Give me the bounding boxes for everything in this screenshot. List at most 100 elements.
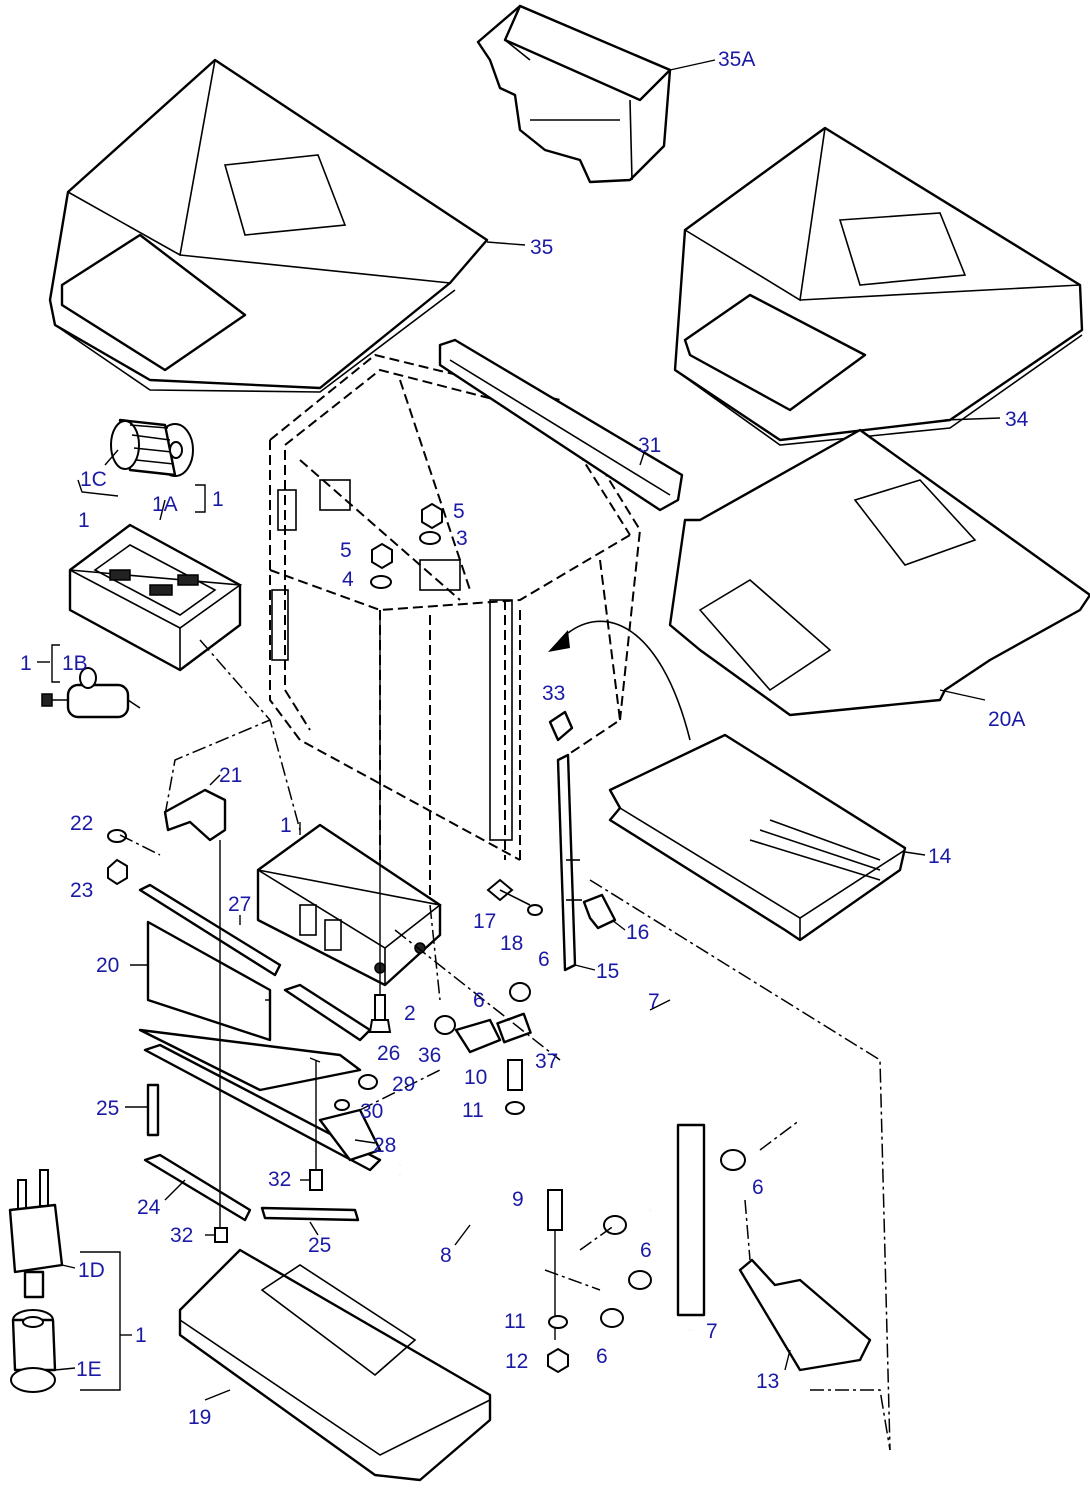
part-1d-plug — [8, 1169, 64, 1299]
callout-24: 24 — [137, 1196, 161, 1219]
callout-1e: 1E — [76, 1358, 102, 1381]
part-1c-filter — [110, 418, 194, 477]
callout-25-a: 25 — [96, 1097, 119, 1120]
callout-34: 34 — [1005, 408, 1029, 431]
leader-lines — [37, 59, 1001, 1401]
callout-32-a: 32 — [268, 1168, 291, 1191]
callout-22: 22 — [70, 812, 93, 835]
callout-1-c: 1 — [20, 652, 32, 675]
part-9-bolt — [547, 1189, 563, 1340]
callout-23: 23 — [70, 879, 93, 902]
callout-6-d: 6 — [640, 1239, 652, 1262]
callout-21: 21 — [219, 764, 242, 787]
part-32a-bolt — [309, 1060, 323, 1191]
part-10-bolt — [507, 1059, 523, 1091]
part-18-washer — [527, 904, 543, 916]
part-36-elbow — [454, 1018, 502, 1054]
part-26-bracket — [283, 983, 372, 1042]
callout-9: 9 — [512, 1188, 524, 1211]
part-13-bracket — [738, 1258, 872, 1372]
part-8-pipe — [397, 1085, 692, 1355]
part-19-plate — [178, 1248, 492, 1482]
callout-20a: 20A — [988, 708, 1025, 731]
part-1a-box — [68, 523, 243, 672]
callout-33: 33 — [542, 682, 565, 705]
part-20a-plate — [668, 428, 1090, 717]
callout-1-e: 1 — [135, 1324, 147, 1347]
callout-labels: 35A 35 34 31 1C 1 1A 1 5 3 5 4 20A 1 1B … — [20, 48, 1029, 1429]
callout-32-b: 32 — [170, 1224, 193, 1247]
callout-12: 12 — [505, 1350, 528, 1373]
callout-1-b: 1 — [212, 488, 224, 511]
callout-7-b: 7 — [706, 1320, 718, 1343]
callout-3: 3 — [456, 527, 468, 550]
callout-6-a: 6 — [538, 948, 550, 971]
part-5-nut-mid — [371, 542, 393, 570]
part-16-bracket — [582, 893, 617, 930]
callout-5-top: 5 — [453, 500, 465, 523]
part-3-washer — [419, 531, 441, 545]
callout-37: 37 — [535, 1050, 558, 1073]
callout-1b: 1B — [62, 652, 88, 675]
callout-5-mid: 5 — [340, 539, 352, 562]
callout-36: 36 — [418, 1044, 441, 1067]
part-20-bracket — [138, 920, 362, 1092]
part-5-nut-top — [421, 502, 443, 530]
part-30-washer — [334, 1099, 350, 1111]
callout-4: 4 — [342, 568, 354, 591]
part-15-rod — [556, 753, 582, 972]
part-11-washer-bottom — [548, 1315, 568, 1329]
hose-arrow — [548, 620, 691, 741]
part-14-panel — [608, 733, 907, 942]
part-4-washer — [370, 575, 392, 589]
callout-15: 15 — [596, 960, 619, 983]
part-23-nut — [107, 858, 128, 886]
callout-20: 20 — [96, 954, 119, 977]
callout-1-d: 1 — [280, 814, 292, 837]
callout-1c: 1C — [80, 468, 107, 491]
part-11-washer-top — [505, 1101, 525, 1115]
part-7-hose — [524, 991, 706, 1321]
part-33-clip — [548, 710, 574, 742]
part-2-bolt — [368, 610, 392, 1033]
assembly-lines — [119, 639, 891, 1451]
callout-28: 28 — [373, 1134, 396, 1157]
part-37-fitting — [496, 1012, 532, 1044]
callout-31: 31 — [638, 434, 661, 457]
callout-1-a: 1 — [78, 509, 90, 532]
part-28-bracket — [143, 1043, 382, 1172]
callout-10: 10 — [464, 1066, 487, 1089]
part-25a-strip — [146, 1083, 160, 1137]
part-31-strip — [438, 338, 684, 512]
callout-25-b: 25 — [308, 1234, 331, 1257]
part-1e-socket — [10, 1309, 57, 1393]
part-29-nut — [358, 1074, 378, 1090]
part-17-bolt — [486, 878, 531, 906]
part-25b-strip — [260, 1206, 360, 1222]
part-35a-duct — [476, 4, 672, 184]
callout-35: 35 — [530, 236, 553, 259]
part-24-strip — [143, 1153, 252, 1222]
callout-8: 8 — [440, 1244, 452, 1267]
callout-7-a: 7 — [648, 990, 660, 1013]
callout-6-c: 6 — [752, 1176, 764, 1199]
callout-30: 30 — [360, 1100, 383, 1123]
callout-26: 26 — [377, 1042, 400, 1065]
callout-11-a: 11 — [462, 1099, 484, 1122]
callout-1d: 1D — [78, 1259, 105, 1282]
callout-6-e: 6 — [596, 1345, 608, 1368]
part-34-cover — [673, 126, 1084, 446]
callout-27: 27 — [228, 893, 251, 916]
part-1-heater-unit — [256, 823, 442, 987]
callout-2: 2 — [404, 1002, 416, 1025]
callout-19: 19 — [188, 1406, 211, 1429]
callout-35a: 35A — [718, 48, 755, 71]
part-35-cover — [48, 58, 489, 393]
callout-1a: 1A — [152, 493, 178, 516]
part-27-bar — [138, 883, 282, 977]
callout-16: 16 — [626, 921, 649, 944]
callout-11-b: 11 — [504, 1310, 526, 1333]
callout-14: 14 — [928, 845, 952, 868]
part-21-bracket — [163, 788, 227, 842]
callout-6-b: 6 — [473, 989, 485, 1012]
